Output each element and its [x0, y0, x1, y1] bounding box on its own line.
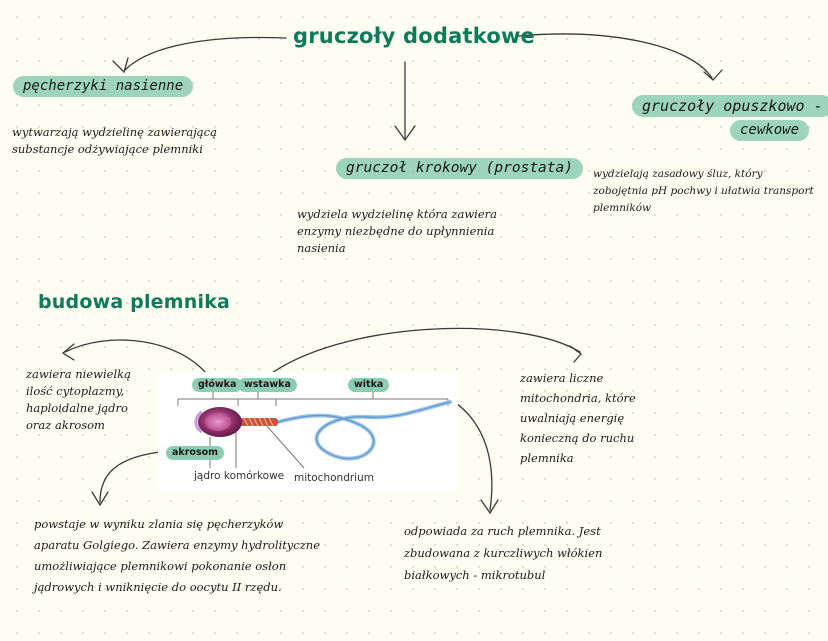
tail-desc: odpowiada za ruch plemnika. Jest zbudowa…	[404, 520, 602, 586]
desc-line: substancje odżywiające plemniki	[12, 142, 203, 156]
sperm-nucleus	[205, 413, 231, 431]
desc-line: plemników	[593, 202, 652, 214]
arrow-head	[61, 343, 75, 361]
figure-label-mitochondrion: mitochondrium	[294, 472, 374, 484]
desc-line: zawiera niewielką	[26, 367, 131, 381]
desc-line: odpowiada za ruch plemnika. Jest	[404, 524, 601, 538]
figure-label-tail: witka	[348, 378, 390, 392]
bulbourethral-desc: wydzielają zasadowy śluz, który zobojętn…	[593, 166, 814, 217]
arrow-head	[394, 125, 416, 142]
section-title: budowa plemnika	[38, 291, 231, 313]
head-desc: zawiera niewielką ilość cytoplazmy, hapl…	[26, 366, 131, 434]
figure-label-acrosome: akrosom	[166, 446, 225, 460]
seminal-vesicles-desc: wytwarzają wydzielinę zawierającą substa…	[12, 124, 217, 158]
desc-line: konieczną do ruchu	[520, 431, 635, 445]
desc-line: wytwarzają wydzielinę zawierającą	[12, 125, 217, 139]
desc-line: ilość cytoplazmy,	[26, 384, 125, 398]
desc-line: haploidalne jądro	[26, 401, 128, 415]
arrow-head	[91, 491, 109, 507]
desc-line: nasienia	[297, 241, 346, 255]
figure-label-midpiece: wstawka	[238, 378, 297, 392]
arrow-head	[480, 499, 499, 515]
desc-line: aparatu Golgiego. Zawiera enzymy hydroli…	[34, 538, 321, 552]
arrow-acrosome-desc	[99, 451, 161, 503]
desc-line: wydzielają zasadowy śluz, który	[593, 168, 763, 180]
desc-line: zobojętnia pH pochwy i ułatwia transport	[593, 185, 814, 197]
main-title: gruczoły dodatkowe	[293, 24, 536, 48]
desc-line: umożliwiające plemnikowi pokonanie osłon	[34, 559, 287, 573]
figure-label-head: główka	[192, 378, 243, 392]
arrow-head	[112, 57, 129, 74]
desc-line: oraz akrosom	[26, 418, 105, 432]
arrow-head	[703, 69, 723, 81]
prostate-desc: wydziela wydzielinę która zawiera enzymy…	[297, 206, 497, 257]
arrow-head-desc	[64, 339, 211, 379]
desc-line: mitochondria, które	[520, 391, 636, 405]
arrow-midpiece-desc	[264, 327, 581, 379]
arrow-title-to-seminal	[124, 36, 287, 71]
sperm-acrosome	[194, 410, 203, 434]
desc-line: białkowych - mikrotubul	[404, 568, 546, 582]
desc-line: zbudowana z kurczliwych włókien	[404, 546, 603, 560]
sperm-illustration	[177, 392, 452, 469]
bulbourethral-label-line2: cewkowe	[730, 120, 810, 141]
desc-line: plemnika	[520, 451, 574, 465]
bulbourethral-label-line1: gruczoły opuszkowo -	[632, 95, 828, 117]
desc-line: wydziela wydzielinę która zawiera	[297, 207, 498, 221]
acrosome-desc: powstaje w wyniku zlania się pęcherzyków…	[34, 514, 320, 598]
desc-line: enzymy niezbędne do upłynnienia	[297, 224, 495, 238]
desc-line: uwalniają energię	[520, 411, 625, 425]
desc-line: zawiera liczne	[520, 371, 604, 385]
seminal-vesicles-label: pęcherzyki nasienne	[13, 76, 194, 97]
figure-label-nucleus: jądro komórkowe	[194, 470, 285, 482]
sperm-diagram: główka wstawka witka akrosom jądro komór…	[158, 372, 458, 492]
desc-line: jądrowych i wniknięcie do oocytu II rzęd…	[34, 580, 282, 594]
arrow-head	[569, 345, 582, 363]
arrow-title-to-bulbourethral	[517, 33, 713, 79]
midpiece-desc: zawiera liczne mitochondria, które uwaln…	[520, 368, 636, 468]
desc-line: powstaje w wyniku zlania się pęcherzyków	[34, 517, 284, 531]
sperm-tail	[276, 400, 452, 461]
prostate-label: gruczoł krokowy (prostata)	[336, 158, 583, 180]
